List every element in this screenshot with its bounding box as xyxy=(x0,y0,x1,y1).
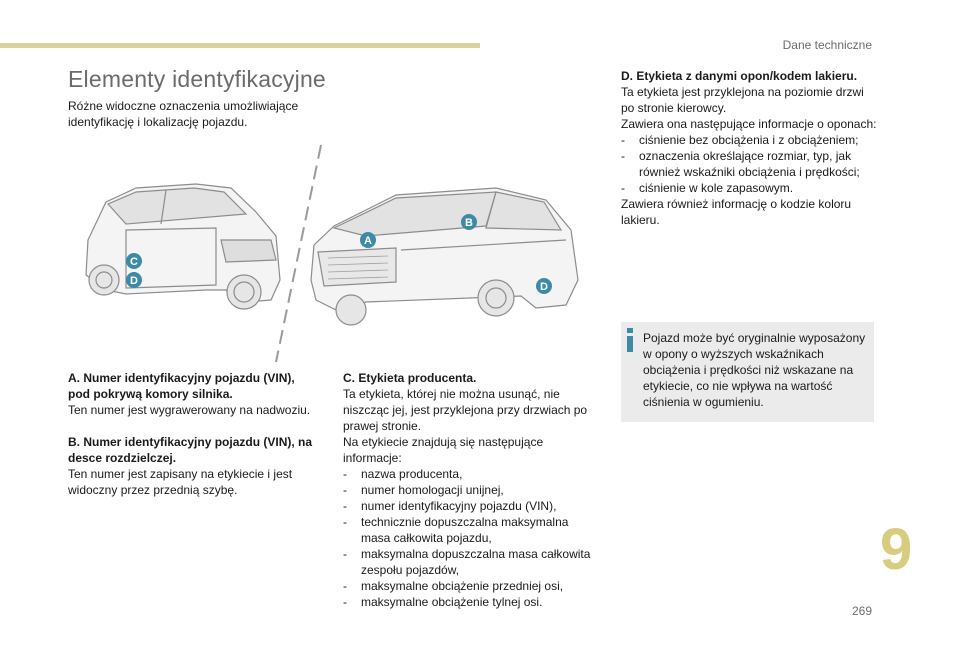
list-item: oznaczenia określające rozmiar, typ, jak… xyxy=(621,148,879,180)
list-item: numer identyfikacyjny pojazdu (VIN), xyxy=(343,498,601,514)
section-d-text2: Zawiera ona następujące informacje o opo… xyxy=(621,117,877,131)
intro-text: Różne widoczne oznaczenia umożliwiające … xyxy=(68,99,299,129)
section-label: Dane techniczne xyxy=(782,38,872,52)
section-a-text: Ten numer jest wygrawerowany na nadwoziu… xyxy=(68,403,311,417)
chapter-number: 9 xyxy=(880,517,913,582)
section-c-text2: Na etykiecie znajdują się następujące in… xyxy=(343,435,544,465)
list-item: numer homologacji unijnej, xyxy=(343,482,601,498)
section-b-text: Ten numer jest zapisany na etykiecie i j… xyxy=(68,467,293,497)
info-note: Pojazd może być oryginalnie wyposażony w… xyxy=(621,322,874,422)
marker-b: B xyxy=(461,214,477,230)
info-icon xyxy=(627,328,633,352)
list-item: maksymalne obciążenie tylnej osi. xyxy=(343,594,601,610)
section-d: D. Etykieta z danymi opon/kodem lakieru.… xyxy=(621,68,879,228)
marker-d-left: D xyxy=(126,272,142,288)
marker-d-right-label: D xyxy=(540,281,548,293)
marker-b-label: B xyxy=(465,217,473,229)
vehicle-illustration: C D A B D xyxy=(85,144,579,363)
marker-a-label: A xyxy=(364,235,372,247)
section-c: C. Etykieta producenta. Ta etykieta, któ… xyxy=(343,370,601,610)
marker-a: A xyxy=(360,232,376,248)
list-item: maksymalne obciążenie przedniej osi, xyxy=(343,578,601,594)
divider-line xyxy=(275,144,322,363)
info-note-text: Pojazd może być oryginalnie wyposażony w… xyxy=(643,331,866,409)
list-item: ciśnienie bez obciążenia i z obciążeniem… xyxy=(621,132,879,148)
section-c-text1: Ta etykieta, której nie można usunąć, ni… xyxy=(343,387,588,433)
page-title: Elementy identyfikacyjne xyxy=(68,66,326,92)
section-b-heading: B. Numer identyfikacyjny pojazdu (VIN), … xyxy=(68,435,313,465)
section-d-text3: Zawiera również informację o kodzie kolo… xyxy=(621,197,852,227)
marker-d-left-label: D xyxy=(130,275,138,287)
car-front-view xyxy=(310,187,579,326)
list-item: technicznie dopuszczalna maksymalna masa… xyxy=(343,514,601,546)
header-accent-bar xyxy=(0,43,480,48)
section-a-heading: A. Numer identyfikacyjny pojazdu (VIN), … xyxy=(68,371,295,401)
list-item: maksymalna dopuszczalna masa całkowita z… xyxy=(343,546,601,578)
page-number: 269 xyxy=(851,604,872,618)
marker-c-label: C xyxy=(130,256,138,268)
marker-d-right: D xyxy=(536,278,552,294)
section-c-heading: C. Etykieta producenta. xyxy=(343,371,477,385)
section-c-list: nazwa producenta, numer homologacji unij… xyxy=(343,466,601,610)
section-d-list: ciśnienie bez obciążenia i z obciążeniem… xyxy=(621,132,879,196)
list-item: ciśnienie w kole zapasowym. xyxy=(621,180,879,196)
section-d-text1: Ta etykieta jest przyklejona na poziomie… xyxy=(621,85,864,115)
car-rear-view xyxy=(85,183,281,310)
list-item: nazwa producenta, xyxy=(343,466,601,482)
section-a-b: A. Numer identyfikacyjny pojazdu (VIN), … xyxy=(68,370,320,498)
marker-c: C xyxy=(126,253,142,269)
section-d-heading: D. Etykieta z danymi opon/kodem lakieru. xyxy=(621,69,858,83)
